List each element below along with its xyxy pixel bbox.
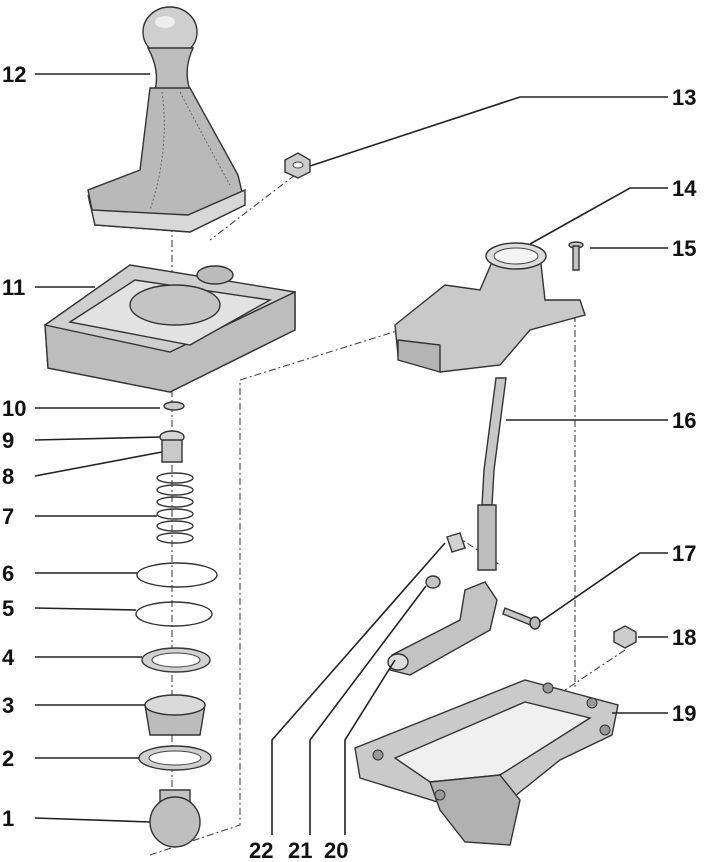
callout-5: 5 (2, 596, 14, 621)
part-20-shift-lever (387, 581, 498, 676)
part-3-socket (144, 694, 206, 736)
callout-8: 8 (2, 464, 14, 489)
callout-12: 12 (2, 62, 26, 87)
part-1-ball-joint (149, 789, 201, 848)
part-8-bushing (161, 439, 183, 463)
callout-11: 11 (2, 275, 25, 300)
gear-knob-boot (87, 6, 246, 233)
callout-10: 10 (2, 396, 26, 421)
part-7-spring (156, 472, 194, 544)
part-5-ring (135, 601, 213, 627)
console-cover-plate (44, 264, 296, 393)
callout-18: 18 (672, 625, 696, 650)
part-22-pin (446, 532, 466, 553)
part-21-nut (425, 575, 441, 589)
callout-16: 16 (672, 408, 696, 433)
callout-9: 9 (2, 428, 14, 453)
part-6-ring-clip (136, 562, 218, 588)
callout-15: 15 (672, 236, 696, 261)
callout-labels: 1 2 3 4 5 6 7 8 9 10 11 12 13 14 15 16 1… (2, 62, 697, 862)
callout-14: 14 (672, 176, 697, 201)
callout-21: 21 (288, 838, 312, 862)
leader-lines (34, 73, 668, 835)
part-19-base-frame (354, 679, 619, 846)
callout-7: 7 (2, 504, 14, 529)
part-14-shift-housing (394, 242, 586, 373)
callout-2: 2 (2, 746, 14, 771)
callout-6: 6 (2, 561, 14, 586)
part-13-nut (284, 152, 311, 179)
callout-1: 1 (2, 806, 14, 831)
part-16-shift-rod (477, 377, 507, 571)
callout-22: 22 (249, 838, 273, 862)
part-18-nut (613, 625, 637, 649)
part-15-bolt (568, 241, 584, 271)
part-17-bolt (502, 607, 541, 630)
callout-20: 20 (324, 838, 348, 862)
lower-stack-parts (135, 401, 218, 848)
part-10-circlip (163, 401, 185, 411)
callout-13: 13 (672, 85, 696, 110)
callout-17: 17 (672, 541, 696, 566)
callout-4: 4 (2, 645, 15, 670)
callout-19: 19 (672, 701, 696, 726)
callout-3: 3 (2, 693, 14, 718)
